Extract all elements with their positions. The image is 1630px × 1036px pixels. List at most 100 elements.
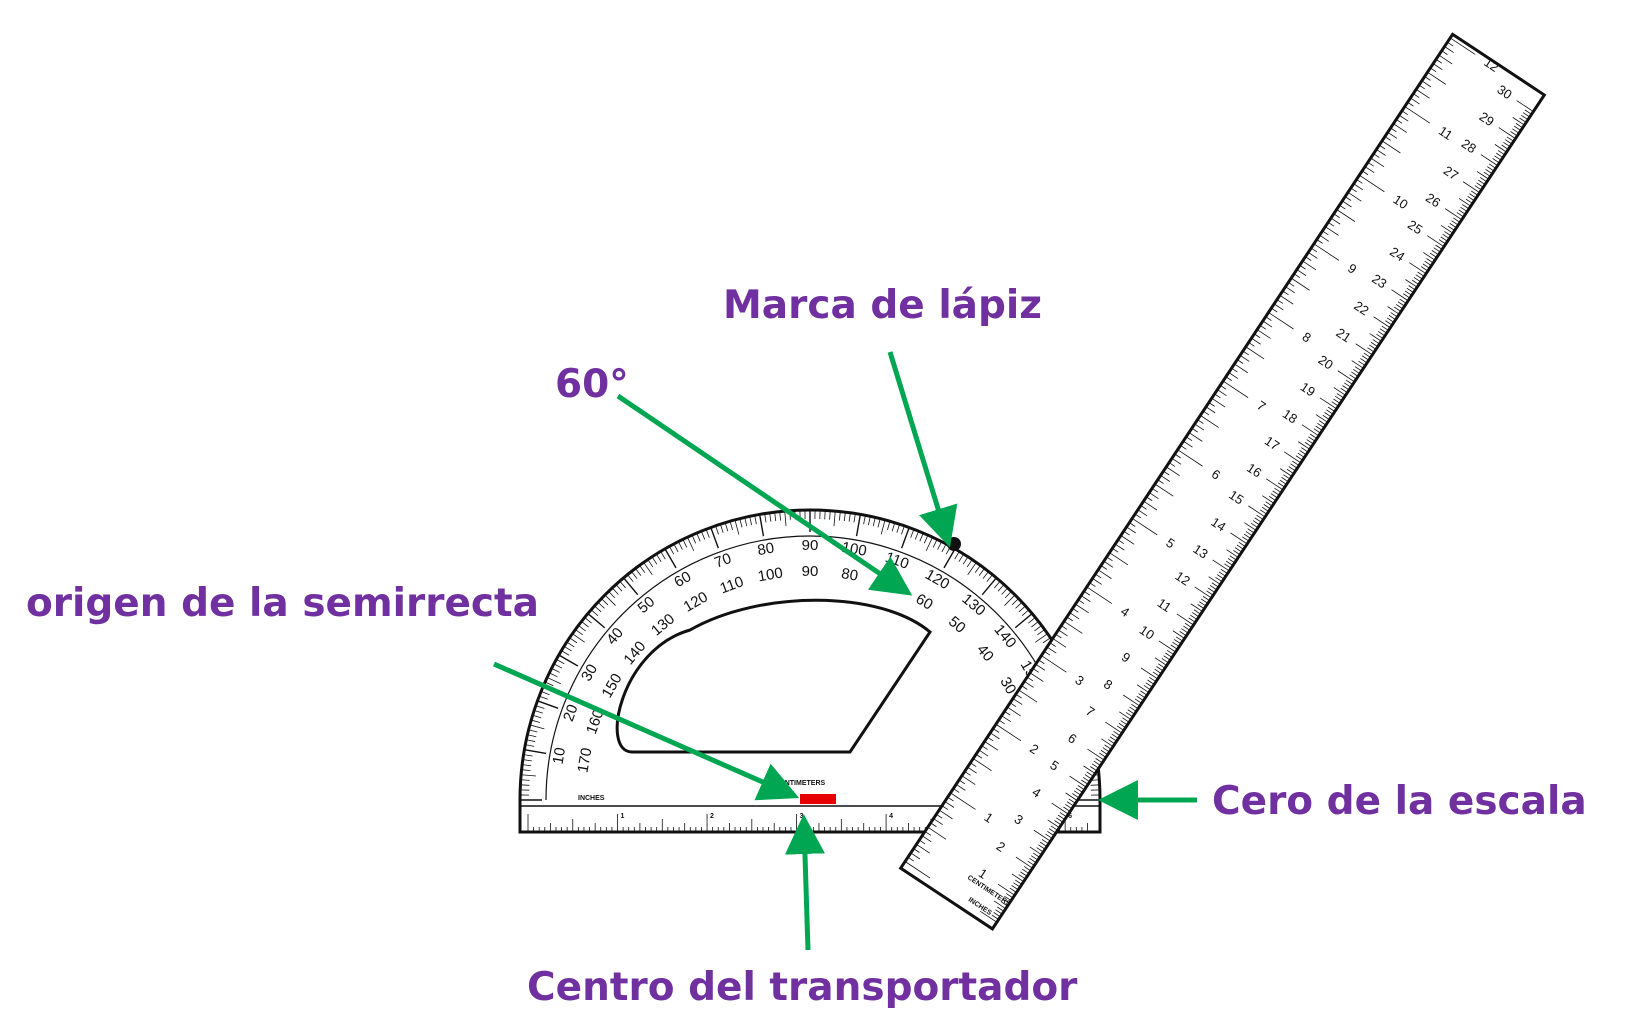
protractor-tick xyxy=(749,516,752,526)
protractor-tick xyxy=(558,654,579,667)
ruler-inch-tick xyxy=(1415,89,1430,99)
ruler-cm-tick xyxy=(1101,738,1114,747)
ruler-cm-tick xyxy=(1181,628,1189,634)
protractor-tick xyxy=(578,625,586,632)
protractor-tick xyxy=(655,553,662,562)
protractor-tick xyxy=(575,629,583,636)
protractor-tick xyxy=(896,524,900,533)
ruler-inch-tick xyxy=(1001,715,1011,723)
ruler-inch-tick xyxy=(1194,423,1205,431)
protractor-tick xyxy=(539,695,548,700)
ruler-cm-tick xyxy=(1077,785,1085,791)
ruler-inch-tick xyxy=(1157,479,1164,484)
ruler-cm-tick xyxy=(1041,839,1049,845)
ruler-inch-tick xyxy=(1228,372,1239,379)
ruler-cm-tick xyxy=(1279,479,1287,485)
protractor-tick xyxy=(943,548,956,569)
protractor-tick xyxy=(687,537,695,551)
ruler-cm-tick xyxy=(1174,639,1182,645)
ruler-cm-tick xyxy=(1408,285,1416,291)
ruler-cm-tick xyxy=(1091,763,1099,769)
ruler-cm-tick xyxy=(1184,622,1192,629)
ruler-cm-tick xyxy=(1351,371,1359,377)
ruler-inch-tick xyxy=(1313,243,1340,261)
protractor-tick xyxy=(566,641,575,648)
ruler-cm-tick xyxy=(1226,549,1239,558)
ruler-cm-tick xyxy=(1129,706,1137,712)
protractor-tick xyxy=(962,556,969,565)
ruler-cm-tick xyxy=(1315,414,1328,423)
ruler-inch-tick xyxy=(1024,681,1034,688)
ruler-cm-tick xyxy=(1154,668,1162,674)
ruler-cm-tick xyxy=(1524,109,1532,115)
ruler-inch-tick xyxy=(1072,608,1079,613)
ruler-cm-tick xyxy=(1444,231,1452,237)
ruler-cm-tick xyxy=(1270,493,1278,499)
ruler-cm-tick xyxy=(1145,682,1153,688)
ruler-inch-tick xyxy=(1041,655,1067,673)
ruler-cm-tick xyxy=(1388,314,1396,320)
protractor-tick xyxy=(868,516,871,526)
protractor-tick xyxy=(734,519,740,535)
ruler-cm-tick xyxy=(1261,506,1269,512)
protractor-tick xyxy=(779,511,782,521)
ruler-inch-tick xyxy=(933,818,943,826)
ruler-cm-tick xyxy=(1331,401,1339,407)
ruler-inch-tick xyxy=(907,856,914,862)
ruler-cm-tick xyxy=(1360,358,1368,364)
ruler-inch-tick xyxy=(1347,191,1362,202)
ruler-cm-tick xyxy=(1501,144,1509,150)
ruler-cm-tick xyxy=(1242,536,1250,542)
protractor-tick xyxy=(720,524,724,533)
protractor-outer-number: 80 xyxy=(756,540,775,560)
protractor-tick xyxy=(764,513,767,523)
ruler-cm-number: 29 xyxy=(1477,109,1497,129)
protractor-tick xyxy=(877,518,881,528)
ruler-cm-tick xyxy=(1152,671,1160,677)
protractor-tick xyxy=(1035,633,1048,643)
protractor-tick xyxy=(673,543,679,553)
protractor-tick xyxy=(901,525,905,535)
ruler-cm-tick xyxy=(1243,533,1251,539)
ruler-cm-tick xyxy=(993,900,1006,910)
ruler-inch-tick xyxy=(1109,552,1129,566)
protractor-tick xyxy=(978,568,985,576)
ruler-cm-number: 21 xyxy=(1333,325,1353,345)
ruler-inch-number: 10 xyxy=(1391,192,1411,212)
protractor-tick xyxy=(627,574,634,582)
ruler-cm-tick xyxy=(1147,679,1155,685)
protractor-tick xyxy=(587,613,606,629)
label-angle-60: 60° xyxy=(555,362,629,407)
ruler-cm-tick xyxy=(1465,198,1473,204)
protractor-tick xyxy=(631,571,638,579)
ruler-cm-number: 27 xyxy=(1441,163,1461,183)
protractor-edge-number: 1 xyxy=(621,813,625,820)
ruler-cm-tick xyxy=(1233,549,1241,556)
ruler-cm-tick xyxy=(1469,193,1477,199)
ruler-cm-tick xyxy=(1072,793,1080,799)
ruler-cm-tick xyxy=(1220,568,1228,574)
protractor-tick xyxy=(527,734,537,738)
protractor-tick xyxy=(590,609,599,616)
ruler-cm-tick xyxy=(1262,495,1275,504)
ruler-cm-tick xyxy=(1522,112,1530,118)
ruler-inch-tick xyxy=(1211,397,1226,408)
ruler-inch-tick xyxy=(1237,359,1244,364)
ruler-cm-tick xyxy=(1471,190,1479,196)
ruler-cm-tick xyxy=(1373,316,1391,329)
protractor-tick xyxy=(611,587,619,595)
ruler-inch-tick xyxy=(953,788,960,793)
protractor-tick xyxy=(769,512,772,522)
protractor-tick xyxy=(1001,587,1009,595)
ruler-inch-tick xyxy=(1424,76,1431,81)
ruler-inch-tick xyxy=(1007,706,1021,717)
ruler-cm-tick xyxy=(1179,631,1187,637)
protractor-tick xyxy=(525,744,535,747)
ruler-cm-tick xyxy=(1304,441,1312,447)
ruler-cm-tick xyxy=(1335,395,1343,402)
ruler-inch-tick xyxy=(1220,385,1227,390)
ruler-inch-tick xyxy=(1046,646,1057,654)
ruler-cm-tick xyxy=(1033,829,1051,842)
ruler-cm-tick xyxy=(1403,293,1411,299)
